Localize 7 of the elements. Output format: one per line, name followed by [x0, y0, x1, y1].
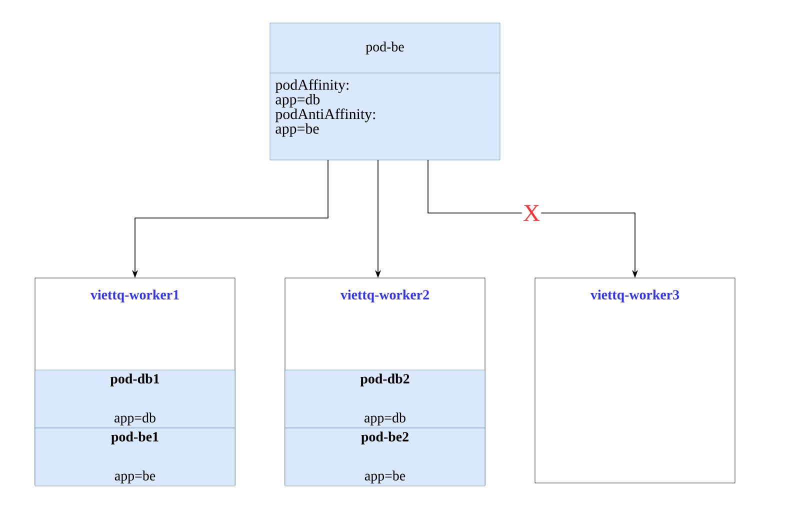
- pod-box: pod-be2 app=be: [284, 428, 486, 486]
- pod-box: pod-db1 app=db: [34, 370, 236, 428]
- worker-box: viettq-worker3: [534, 278, 736, 484]
- pod-box: pod-be1 app=be: [34, 428, 236, 486]
- class-box: pod-be podAffinity: app=db podAntiAffinity: app=be: [270, 22, 500, 160]
- edge-label: X: [522, 204, 542, 222]
- pod-box: pod-db2 app=db: [284, 370, 486, 428]
